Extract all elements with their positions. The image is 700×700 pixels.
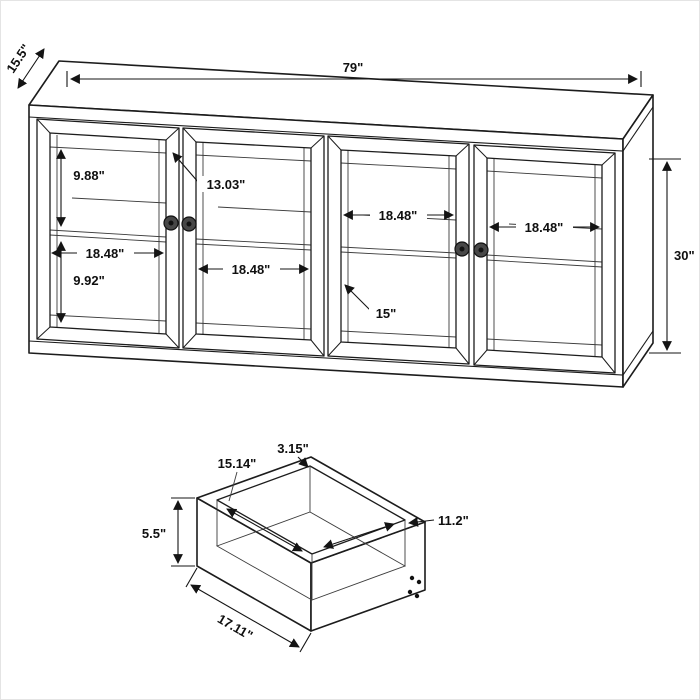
dim-drawer-inner-depth-leader — [408, 517, 435, 527]
dim-interior-depth-leader — [344, 284, 372, 312]
dim-drawer-width-ticks — [185, 567, 312, 653]
shelf-back-edges — [71, 197, 603, 230]
dim-shelf-depth-leader — [172, 152, 200, 184]
dim-overall-height: 30" — [649, 158, 695, 354]
interior-ceiling-lines — [49, 146, 603, 179]
dim-drawer-width-arrow — [190, 584, 300, 648]
door-1-bevels — [36, 118, 180, 349]
shelf-front-thickness — [49, 234, 603, 268]
dim-opening-top-label-bg — [66, 167, 111, 183]
door-2-bevels — [182, 127, 325, 357]
dim-interior-depth-label: 15" — [376, 306, 397, 321]
dim-drawer-inner-width-leader — [228, 471, 238, 502]
dim-overall-depth-arrow — [17, 48, 45, 89]
dim-section-1-label: 18.48" — [86, 246, 125, 261]
dim-drawer-width-label: 17.11" — [215, 611, 255, 643]
dim-drawer-inner-width: 15.14" — [218, 456, 303, 552]
dim-section-width-4: 18.48" — [489, 219, 600, 235]
dim-drawer-rail-label: 3.15" — [277, 441, 308, 456]
dim-drawer-inner-depth-arrow — [323, 522, 395, 549]
door-knob-center — [168, 220, 174, 226]
dim-overall-width: 79" — [66, 60, 642, 87]
cabinet-knobs — [163, 215, 489, 258]
dim-overall-height-ticks — [649, 158, 681, 354]
dim-section-4-label-bg — [516, 219, 573, 235]
dim-drawer-inner-depth-label: 11.2" — [438, 513, 469, 528]
glass-door-2[interactable] — [182, 127, 325, 357]
dim-section-3-label: 18.48" — [379, 208, 418, 223]
dim-drawer-rail-height: 3.15" — [277, 441, 309, 468]
dim-shelf-depth: 13.03" — [172, 152, 255, 192]
dim-interior-depth: 15" — [344, 284, 403, 321]
cabinet-interior — [49, 135, 603, 357]
shelf-front-edges — [49, 229, 603, 263]
dim-drawer-height-ticks — [171, 497, 195, 567]
dim-shelf-depth-label: 13.03" — [207, 177, 246, 192]
dim-overall-height-label: 30" — [674, 248, 695, 263]
glass-door-1[interactable] — [36, 118, 180, 349]
cabinet-right-face — [622, 94, 654, 388]
glass-door-4[interactable] — [473, 144, 616, 374]
dim-opening-bottom-label: 9.92" — [73, 273, 104, 288]
dim-opening-bottom-label-bg — [66, 272, 111, 288]
screw-hole-icon — [409, 575, 415, 581]
interior-floor-lines — [49, 314, 603, 346]
dim-shelf-depth-label-bg — [197, 176, 255, 192]
dim-section-3-label-bg — [370, 207, 427, 223]
dim-drawer-front-height: 5.5" — [142, 497, 195, 567]
cabinet-dimensions: 79" 15.5" 30" 9.88" 9.92" — [3, 41, 695, 354]
dim-opening-top-height: 9.88" — [56, 149, 111, 227]
drawer-body — [196, 456, 426, 632]
screw-hole-icon — [407, 589, 413, 595]
dim-drawer-inner-width-label: 15.14" — [218, 456, 257, 471]
dim-drawer-inner-width-arrow — [226, 508, 303, 552]
dim-section-width-1: 18.48" — [51, 245, 164, 261]
dim-section-width-2: 18.48" — [198, 261, 309, 277]
dim-overall-width-ticks — [66, 71, 642, 87]
door-3-bevels — [327, 135, 470, 365]
dim-section-2-label: 18.48" — [232, 262, 271, 277]
door-knob-center — [186, 221, 192, 227]
dim-drawer-inner-depth: 11.2" — [323, 513, 469, 549]
drawer-interior-walls — [216, 466, 406, 600]
screw-hole-icon — [414, 593, 420, 599]
dim-section-1-label-bg — [77, 245, 134, 261]
dim-interior-depth-label-bg — [369, 305, 403, 321]
interior-wall-lines — [56, 135, 596, 357]
dim-section-4-label: 18.48" — [525, 220, 564, 235]
dim-drawer-rail-leader — [297, 456, 309, 468]
cabinet-top-slab-edge — [28, 106, 654, 152]
glass-door-3[interactable] — [327, 135, 470, 365]
dim-opening-bottom-height: 9.92" — [56, 241, 111, 323]
drawer-drawing: 5.5" 17.11" 3.15" 15.14" 11.2" — [142, 441, 469, 653]
cabinet-doors — [36, 118, 616, 374]
dim-overall-depth-label: 15.5" — [3, 41, 33, 75]
dim-opening-top-label: 9.88" — [73, 168, 104, 183]
door-4-bevels — [473, 144, 616, 374]
cabinet-base-rail-edge — [28, 330, 654, 376]
dim-overall-depth: 15.5" — [3, 41, 45, 89]
door-knob-center — [459, 246, 465, 252]
cabinet-drawing: 79" 15.5" 30" 9.88" 9.92" — [3, 41, 695, 388]
dim-section-width-3: 18.48" — [343, 207, 454, 223]
screw-hole-icon — [416, 579, 422, 585]
dim-drawer-height-label: 5.5" — [142, 526, 166, 541]
dim-overall-width-label: 79" — [343, 60, 364, 75]
dim-section-2-label-bg — [223, 261, 280, 277]
door-knob-center — [478, 247, 484, 253]
screw-holes — [407, 575, 422, 599]
